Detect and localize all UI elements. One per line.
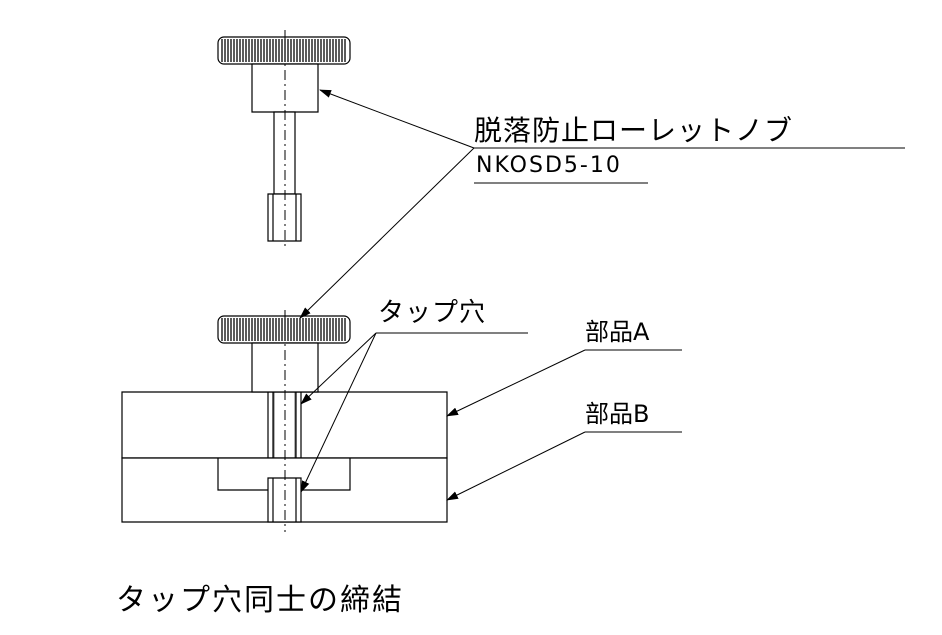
knob-exploded	[218, 30, 350, 248]
leader-part-b	[446, 432, 585, 500]
label-part-number: NKOSD5-10	[476, 153, 622, 178]
leader-part-a	[446, 350, 585, 416]
leader-knob-top	[319, 90, 474, 148]
leaders	[299, 90, 905, 500]
leader-knob-assembled	[299, 148, 474, 319]
leader-tap-b	[301, 333, 376, 493]
leader-tap-a	[300, 333, 376, 405]
label-part-a: 部品A	[585, 318, 650, 346]
assembly	[122, 310, 447, 532]
label-part-b: 部品B	[585, 400, 650, 428]
knurl-pattern-bottom	[222, 318, 345, 341]
caption: タップ穴同士の締結	[116, 583, 404, 618]
label-tap-hole: タップ穴	[378, 298, 487, 328]
label-part-name: 脱落防止ローレットノブ	[474, 114, 794, 147]
